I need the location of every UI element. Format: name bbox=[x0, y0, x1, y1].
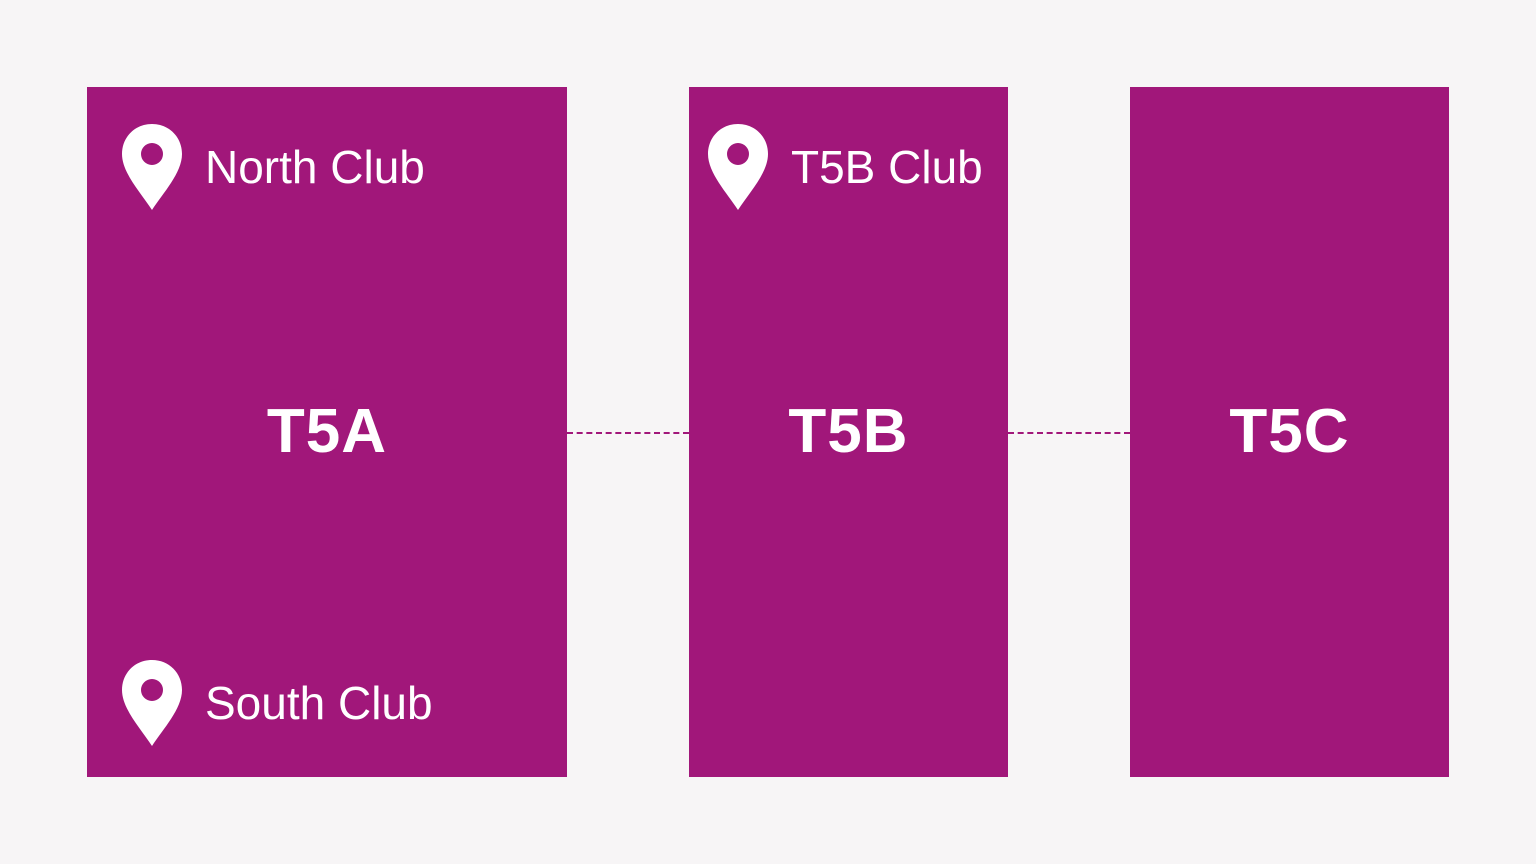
club-t5b: T5B Club bbox=[707, 123, 983, 211]
terminal-label: T5A bbox=[266, 397, 388, 466]
location-pin-icon bbox=[122, 124, 182, 210]
connector-t5b-t5c bbox=[1008, 432, 1130, 434]
terminal-label: T5B bbox=[788, 397, 909, 466]
club-name: T5B Club bbox=[791, 141, 983, 193]
location-pin-icon bbox=[708, 124, 768, 210]
terminal-label: T5C bbox=[1229, 397, 1350, 466]
terminal-t5b: T5B Club T5B bbox=[689, 87, 1008, 777]
club-north: North Club bbox=[121, 123, 425, 211]
location-pin-icon bbox=[122, 660, 182, 746]
terminal-t5a: North Club T5A South Club bbox=[87, 87, 567, 777]
terminal-t5c: T5C bbox=[1130, 87, 1449, 777]
club-south: South Club bbox=[121, 659, 433, 747]
club-name: South Club bbox=[205, 677, 433, 729]
connector-t5a-t5b bbox=[567, 432, 689, 434]
club-name: North Club bbox=[205, 141, 425, 193]
